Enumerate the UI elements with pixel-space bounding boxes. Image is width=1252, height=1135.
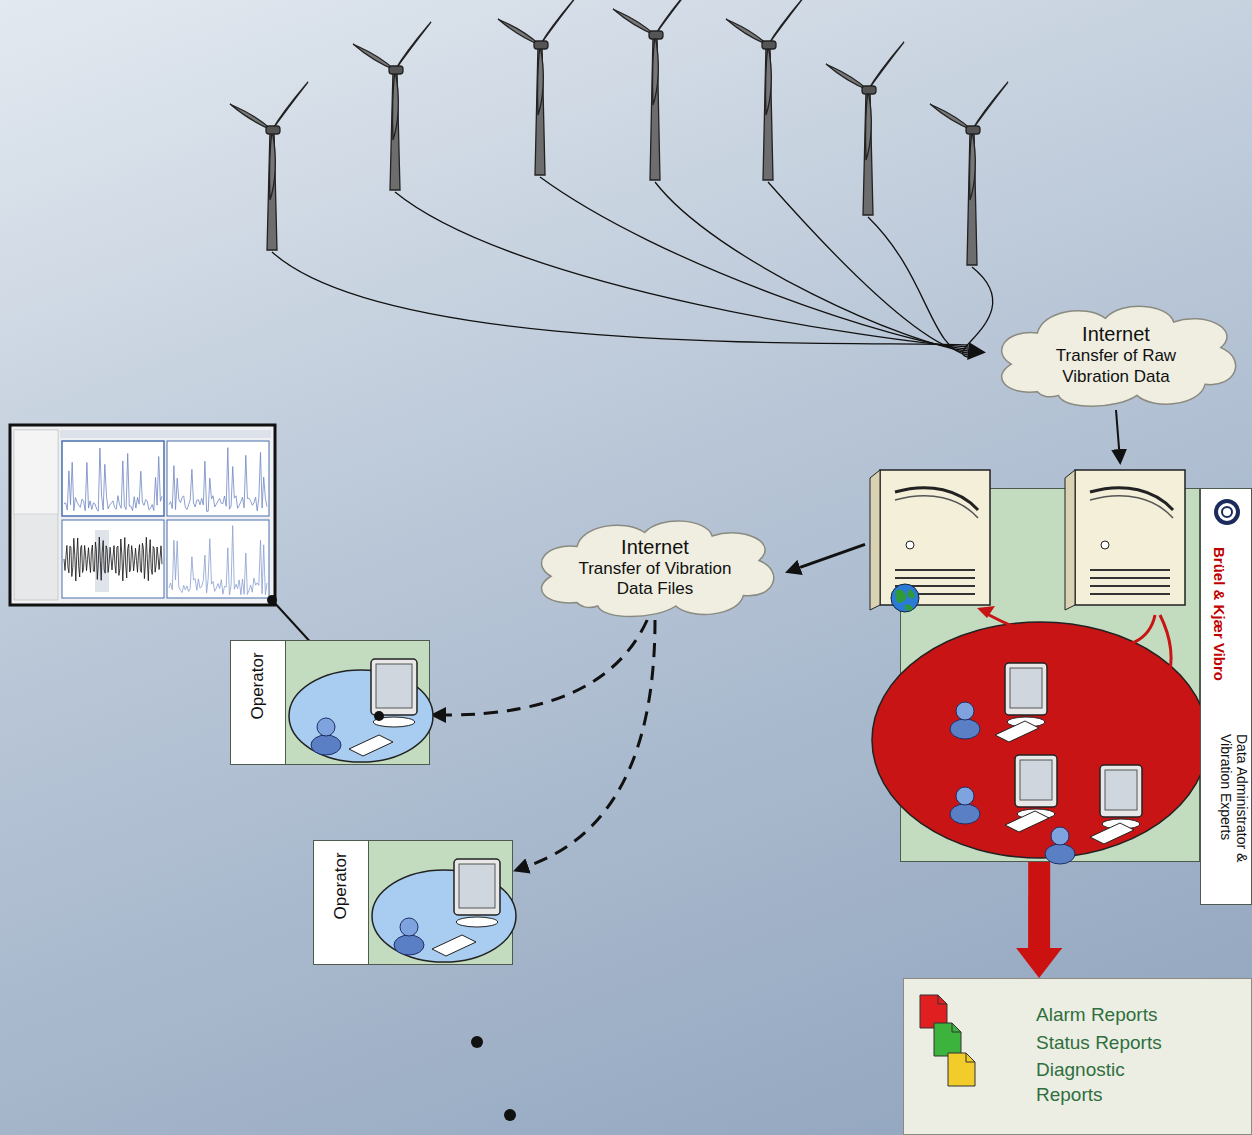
company-name: Brüel & Kjær Vibro	[1211, 547, 1228, 681]
data-flow-arrow	[528, 620, 655, 866]
cloud-body: Transfer of Vibration Data Files	[573, 559, 738, 600]
data-flow-arrow	[800, 544, 865, 567]
operator-screenshot	[10, 425, 275, 605]
internet-cloud: InternetTransfer of Vibration Data Files	[525, 515, 785, 620]
report-name: Diagnostic Reports	[1036, 1058, 1148, 1107]
internet-cloud: InternetTransfer of Raw Vibration Data	[985, 300, 1247, 410]
operator-station: Operator	[230, 640, 430, 765]
report-box: Alarm ReportsStatus ReportsDiagnostic Re…	[903, 978, 1252, 1135]
panel-description: Data Administrator & Vibration Experts	[1218, 734, 1250, 904]
report-icons	[904, 979, 1252, 1135]
vendor-panel: Brüel & Kjær VibroData Administrator & V…	[865, 465, 1252, 862]
data-flow-arrow	[1116, 410, 1119, 449]
operator-label: Operator	[248, 652, 268, 719]
continuation-dot	[471, 1036, 483, 1048]
label-strip: Operator	[231, 641, 286, 764]
wind-turbines	[230, 0, 1008, 357]
cloud-body: Transfer of Raw Vibration Data	[1034, 346, 1199, 387]
cloud-text: InternetTransfer of Vibration Data Files	[525, 515, 785, 620]
data-flow-arrow	[446, 620, 647, 715]
label-strip: Brüel & Kjær VibroData Administrator & V…	[1200, 488, 1252, 905]
report-name: Status Reports	[1036, 1031, 1162, 1056]
operator-station: Operator	[313, 840, 513, 965]
cloud-title: Internet	[621, 536, 689, 559]
cloud-text: InternetTransfer of Raw Vibration Data	[985, 300, 1247, 410]
leader-dot	[267, 595, 277, 605]
report-list: Alarm ReportsStatus ReportsDiagnostic Re…	[1036, 1003, 1162, 1111]
company-logo	[1201, 489, 1252, 549]
continuation-dot	[504, 1109, 516, 1121]
report-name: Alarm Reports	[1036, 1003, 1162, 1028]
report-arrow	[1028, 862, 1050, 948]
servers-and-experts	[865, 465, 1252, 862]
operator-label: Operator	[331, 852, 351, 919]
label-strip: Operator	[314, 841, 369, 964]
cloud-title: Internet	[1082, 323, 1150, 346]
